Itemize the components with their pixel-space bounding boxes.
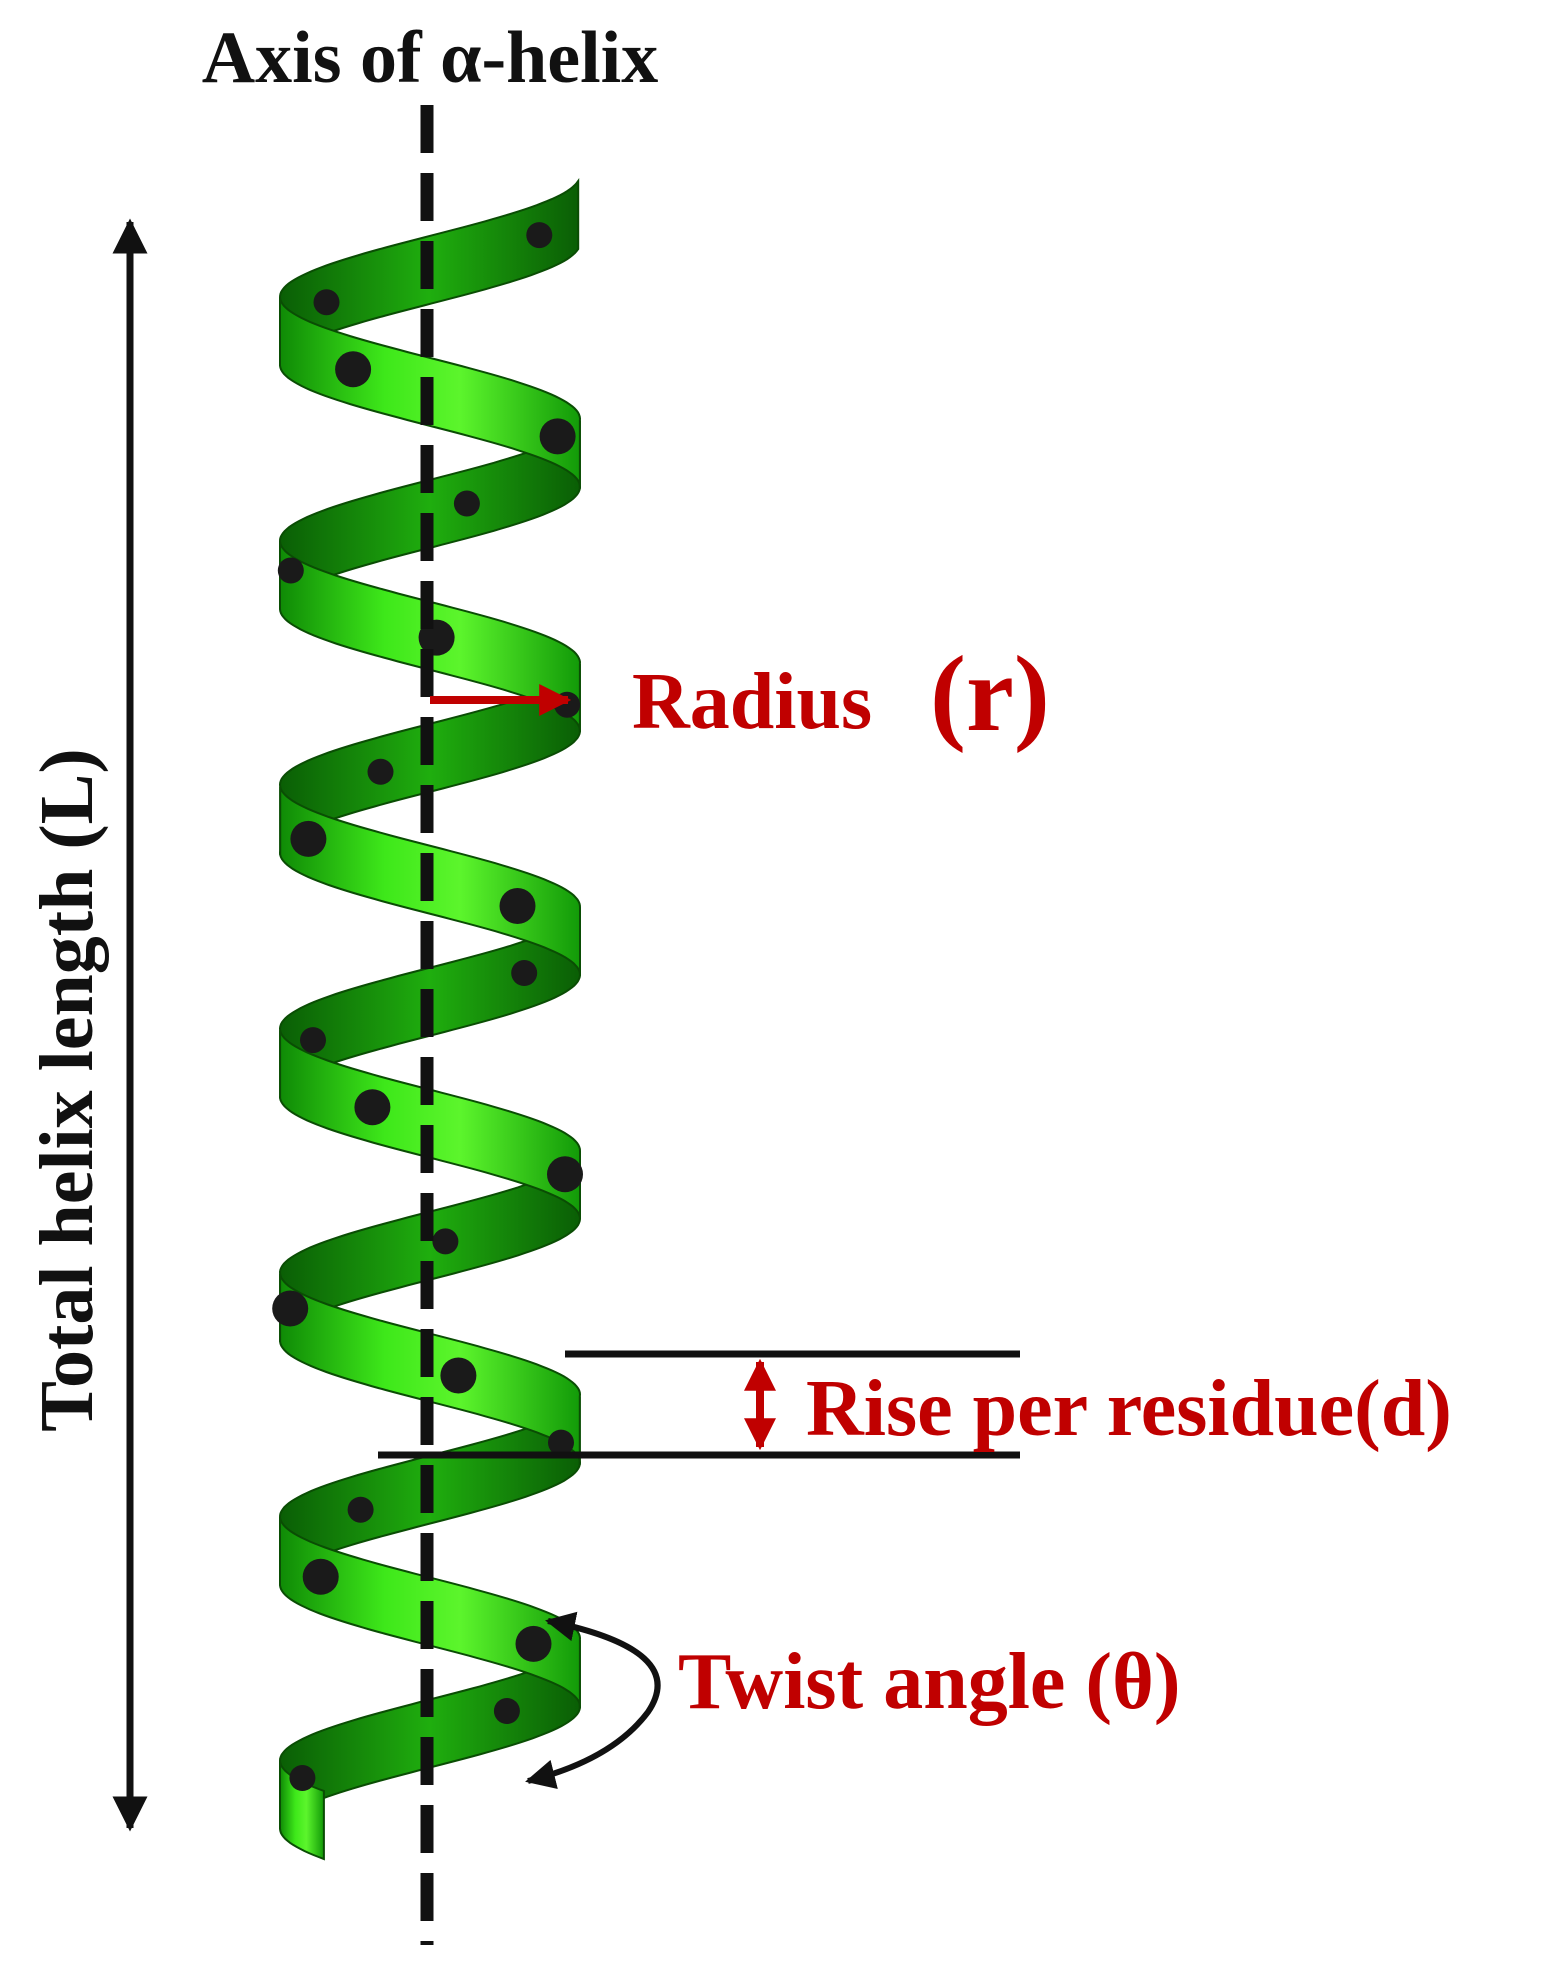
residue-atom	[515, 1625, 552, 1662]
residue-atom	[440, 1357, 477, 1394]
residue-atom	[354, 1089, 391, 1126]
residue-atom	[302, 1558, 339, 1595]
axis-title: Axis of α-helix	[202, 17, 659, 99]
residue-atom	[548, 1429, 574, 1456]
residue-atom	[277, 557, 304, 584]
residue-atom	[526, 222, 553, 249]
residue-atom	[347, 1496, 374, 1523]
rise-label: Rise per residue(d)	[806, 1365, 1452, 1453]
ribbon-front-segment	[279, 1030, 581, 1220]
residue-atom	[539, 418, 576, 455]
residue-atom	[554, 691, 581, 718]
total-length-label: Total helix length (L)	[25, 748, 109, 1431]
twist-label: Twist angle (θ)	[678, 1638, 1180, 1726]
residue-atom	[547, 1156, 583, 1193]
residue-atom	[313, 289, 340, 316]
radius-symbol: (r)	[930, 635, 1050, 754]
residue-atom	[300, 1027, 326, 1054]
residue-atom	[272, 1290, 309, 1327]
residue-atom	[511, 960, 538, 986]
twist-arrow	[525, 1611, 661, 1789]
residue-atom	[335, 351, 372, 388]
residue-atom	[432, 1228, 459, 1255]
ribbon-front-segment	[279, 1760, 325, 1861]
residue-atom	[367, 758, 394, 785]
residue-atom	[290, 820, 327, 857]
radius-label: Radius	[632, 658, 872, 746]
residue-atom	[453, 490, 480, 517]
residue-atom	[493, 1698, 520, 1724]
residue-atom	[289, 1765, 316, 1791]
residue-atom	[499, 888, 536, 924]
